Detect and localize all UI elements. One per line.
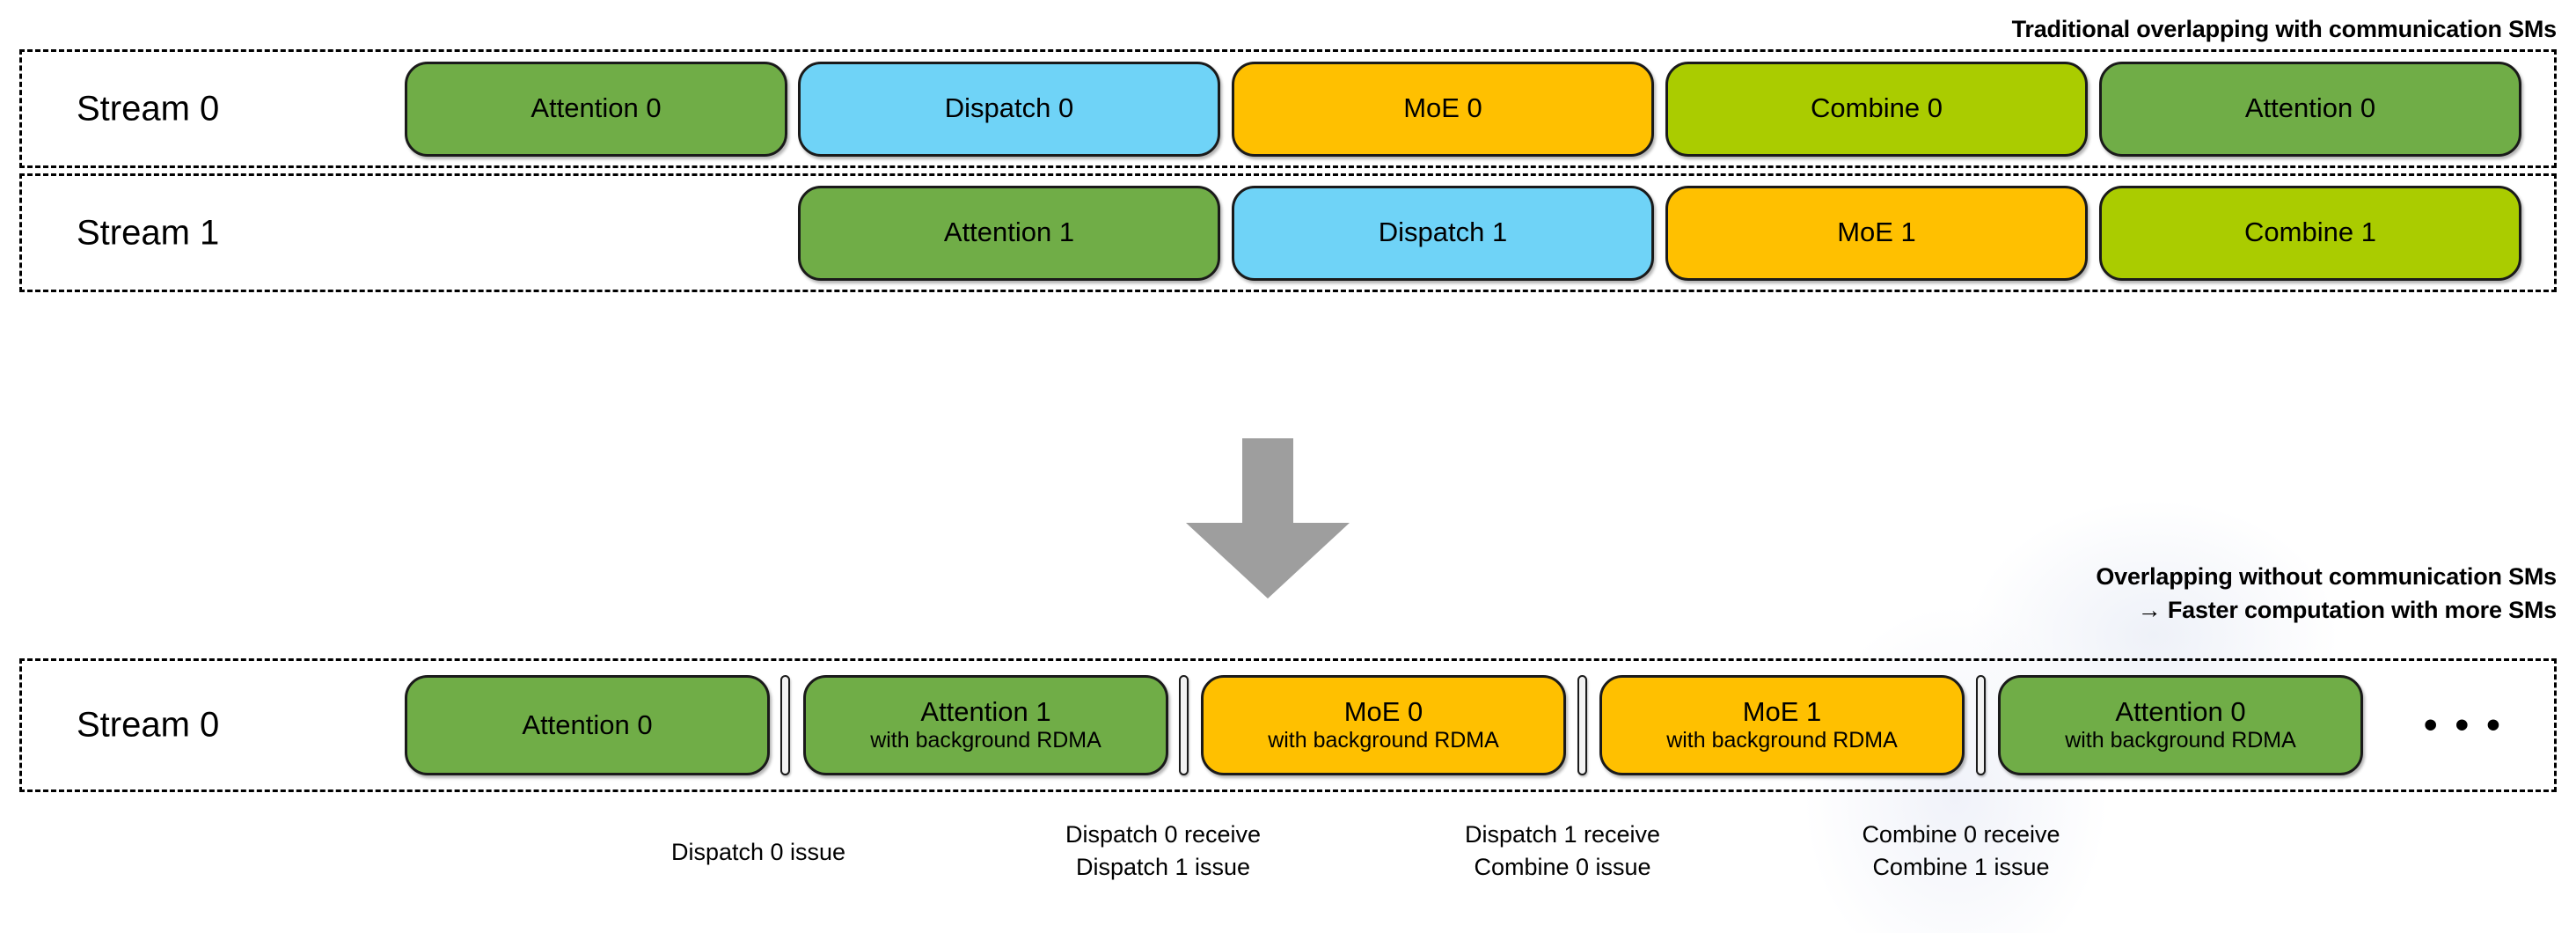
timeline-row-stream1-top: Stream 1 Attention 1 Dispatch 1 MoE 1 Combi… [19, 173, 2557, 292]
task-box-attention-0-r0-4: Attention 0 [2099, 61, 2521, 157]
task-separator-bar-2 [1577, 675, 1587, 775]
task-box-title: Dispatch 1 [1378, 217, 1508, 248]
task-box-title: MoE 0 [1403, 92, 1482, 124]
down-arrow-icon [1186, 438, 1350, 599]
task-box-moe-1-r1-2: MoE 1 [1665, 185, 2088, 281]
track-stream0-top: Attention 0 Dispatch 0 MoE 0 Combine 0 Atten… [22, 52, 2554, 165]
heading-bottom-line-2: → Faster computation with more SMs [2137, 597, 2557, 624]
timeline-caption-0: Dispatch 0 issue [671, 836, 845, 869]
track-stream1-top: Attention 1 Dispatch 1 MoE 1 Combine 1 [22, 176, 2554, 290]
task-box-attention-0-r2-0: Attention 0 [405, 675, 770, 775]
caption-line: Combine 0 issue [1474, 854, 1651, 881]
task-box-combine-1-r1-3: Combine 1 [2099, 185, 2521, 281]
task-box-attention-1-r1-0: Attention 1 [798, 185, 1220, 281]
task-separator-bar-3 [1976, 675, 1986, 775]
heading-bottom-line-1: Overlapping without communication SMs [2096, 563, 2557, 590]
task-box-title: MoE 0 [1343, 696, 1423, 728]
task-box-attention-0-r0-0: Attention 0 [405, 61, 787, 157]
task-box-subtitle: with background RDMA [1666, 727, 1898, 753]
continuation-ellipsis: • • • [2424, 702, 2504, 746]
caption-line: Combine 1 issue [1872, 854, 2050, 881]
task-box-subtitle: with background RDMA [2065, 727, 2296, 753]
task-box-subtitle: with background RDMA [1268, 727, 1499, 753]
task-box-title: Combine 1 [2244, 217, 2376, 248]
task-box-title: Attention 0 [531, 92, 662, 124]
task-box-title: Attention 1 [943, 217, 1075, 248]
caption-line: Dispatch 1 issue [1075, 854, 1251, 881]
heading-overlapping-without-comm-sms: Overlapping without communication SMs → … [2096, 560, 2557, 628]
task-box-subtitle: with background RDMA [870, 727, 1101, 753]
row-label-stream0-bottom: Stream 0 [77, 705, 220, 745]
task-box-title: MoE 1 [1837, 217, 1916, 248]
task-box-title: Attention 0 [522, 709, 653, 740]
task-box-title: Dispatch 0 [944, 92, 1074, 124]
task-box-title: Attention 0 [2115, 696, 2246, 728]
task-separator-bar-1 [1179, 675, 1189, 775]
task-box-dispatch-1-r1-1: Dispatch 1 [1232, 185, 1654, 281]
timeline-row-stream0-top: Stream 0 Attention 0 Dispatch 0 MoE 0 Combi… [19, 49, 2557, 168]
caption-line: Dispatch 0 issue [670, 839, 846, 865]
task-box-dispatch-0-r0-1: Dispatch 0 [798, 61, 1220, 157]
task-box-combine-0-r0-3: Combine 0 [1665, 61, 2088, 157]
row-label-stream0-top: Stream 0 [77, 89, 220, 128]
task-box-title: Attention 0 [2244, 92, 2376, 124]
task-box-title: Attention 1 [920, 696, 1051, 728]
heading-traditional-overlapping: Traditional overlapping with communicati… [2011, 16, 2558, 42]
task-box-moe-0-r0-2: MoE 0 [1232, 61, 1654, 157]
task-box-title: MoE 1 [1742, 696, 1822, 728]
row-label-stream1-top: Stream 1 [77, 213, 220, 252]
caption-line: Dispatch 1 receive [1464, 821, 1661, 848]
task-box-title: Combine 0 [1811, 92, 1943, 124]
caption-line: Combine 0 receive [1862, 821, 2060, 848]
task-separator-bar-0 [780, 675, 790, 775]
caption-line: Dispatch 0 receive [1065, 821, 1262, 848]
